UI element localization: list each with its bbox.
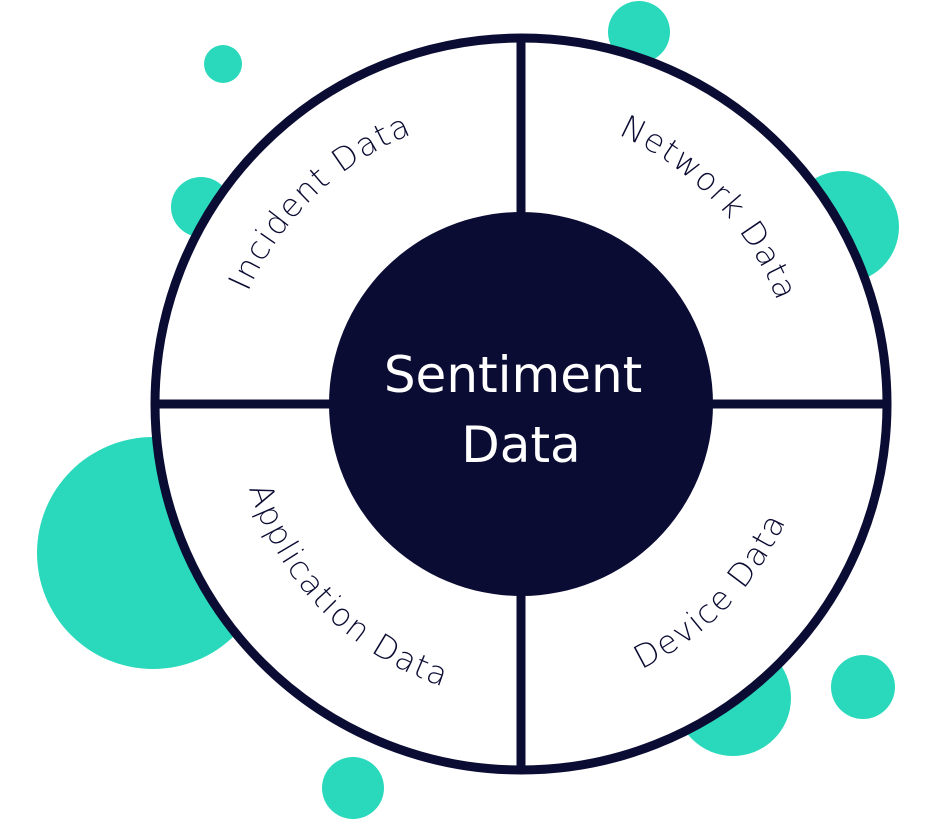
bubble (831, 655, 895, 719)
bubble (322, 757, 384, 819)
bubble (204, 45, 242, 83)
center-circle (329, 212, 713, 596)
bubble (608, 1, 670, 63)
center-title-line1: Sentiment (384, 346, 642, 404)
center-title-line2: Data (461, 416, 580, 474)
center-title: Sentiment Data (384, 346, 658, 474)
quadrant-dividers (155, 38, 887, 770)
